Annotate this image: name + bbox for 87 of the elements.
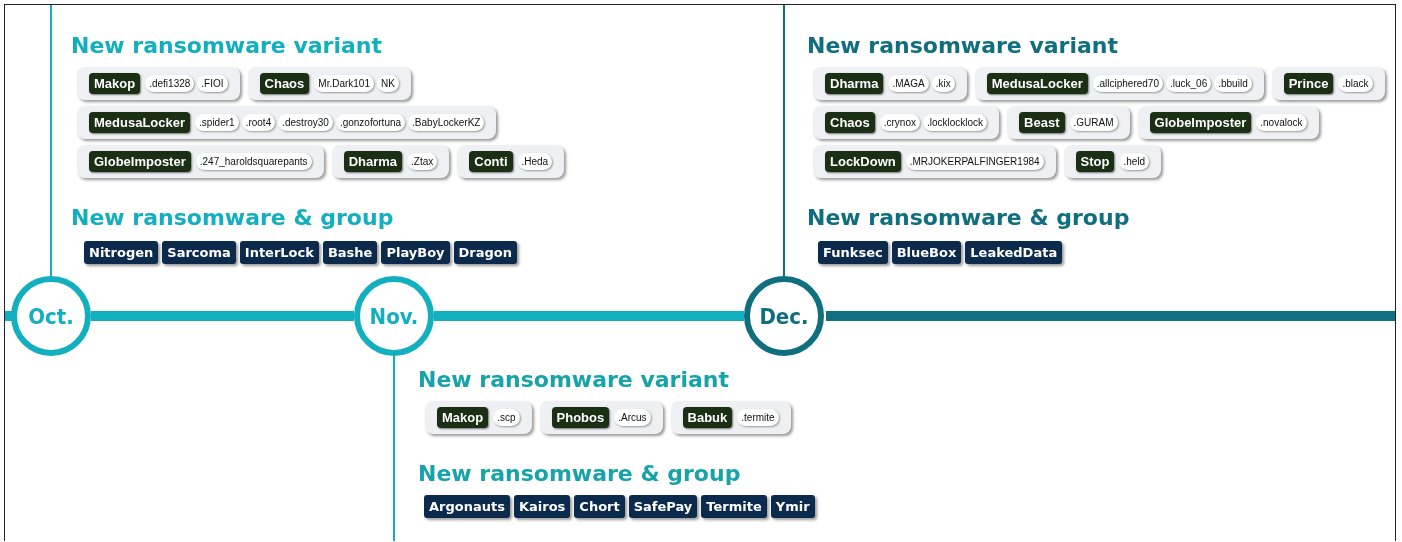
group-tag: Nitrogen <box>84 241 159 264</box>
family-tag: Beast <box>1019 112 1065 133</box>
variant-card <box>1137 106 1319 139</box>
extension-tag: .bbuild <box>1214 75 1252 92</box>
family-tag: GlobeImposter <box>1149 112 1252 133</box>
group-tag: Chort <box>574 495 625 518</box>
group-tag: PlayBoy <box>381 241 450 264</box>
variant-card <box>1271 67 1385 100</box>
family-tag: Chaos <box>825 112 875 133</box>
extension-tag: .MRJOKERPALFINGER1984 <box>905 153 1044 170</box>
section-heading: New ransomware variant <box>807 33 1118 58</box>
extension-tag: .black <box>1338 75 1373 92</box>
family-tag: Dharma <box>343 151 403 172</box>
extension-tag: .locklocklock <box>922 114 988 131</box>
section-heading: New ransomware & group <box>807 205 1130 230</box>
extension-tag: .Arcus <box>614 409 651 426</box>
group-tag: Bashe <box>322 241 378 264</box>
extension-tag: .scp <box>493 409 520 426</box>
variant-card <box>77 106 497 139</box>
extension-tag: NK <box>377 75 399 92</box>
extension-tag: Mr.Dark101 <box>314 75 374 92</box>
family-tag: MedusaLocker <box>89 112 191 133</box>
section-heading: New ransomware variant <box>418 367 729 392</box>
group-tag: Ymir <box>770 495 815 518</box>
variant-card <box>813 67 967 100</box>
month-circle: Dec. <box>744 276 824 356</box>
timeline-line <box>91 311 354 321</box>
group-tag: Argonauts <box>424 495 510 518</box>
family-tag: Prince <box>1283 73 1334 94</box>
extension-tag: .kix <box>931 75 955 92</box>
extension-tag: .MAGA <box>888 75 929 92</box>
variant-card <box>247 67 411 100</box>
group-tag: InterLock <box>239 241 319 264</box>
variant-card <box>1063 145 1162 178</box>
extension-tag: .Ztax <box>407 153 438 170</box>
family-tag: Dharma <box>825 73 884 94</box>
extension-tag: .FIOI <box>197 75 228 92</box>
family-tag: Makop <box>89 73 141 94</box>
section-heading: New ransomware & group <box>71 205 394 230</box>
extension-tag: .spider1 <box>195 114 239 131</box>
variant-card <box>77 67 240 100</box>
group-tag: Funksec <box>818 241 888 264</box>
variant-card <box>813 145 1056 178</box>
extension-tag: .defi1328 <box>145 75 195 92</box>
variant-card <box>331 145 450 178</box>
extension-tag: .247_haroldsquarepants <box>195 153 312 170</box>
variant-card <box>1007 106 1130 139</box>
section-heading: New ransomware variant <box>71 33 382 58</box>
group-tag: Kairos <box>513 495 571 518</box>
family-tag: LockDown <box>825 151 901 172</box>
extension-tag: .GURAM <box>1069 114 1118 131</box>
variant-card <box>974 67 1264 100</box>
group-tag: Dragon <box>453 241 518 264</box>
variant-card <box>813 106 1000 139</box>
extension-tag: .luck_06 <box>1165 75 1212 92</box>
variant-card <box>425 401 532 434</box>
group-tag: LeakedData <box>965 241 1063 264</box>
extension-tag: .Heda <box>517 153 553 170</box>
family-tag: Makop <box>437 407 489 428</box>
variant-card <box>77 145 324 178</box>
family-tag: Babuk <box>682 407 733 428</box>
extension-tag: .gonzofortuna <box>335 114 406 131</box>
extension-tag: .root4 <box>241 114 276 131</box>
extension-tag: .allciphered70 <box>1092 75 1163 92</box>
extension-tag: .crynox <box>879 114 920 131</box>
family-tag: GlobeImposter <box>89 151 191 172</box>
extension-tag: .held <box>1119 153 1150 170</box>
variant-card <box>539 401 663 434</box>
group-tag: Sarcoma <box>162 241 236 264</box>
month-circle: Nov. <box>354 276 434 356</box>
extension-tag: .novalock <box>1256 114 1307 131</box>
timeline-line <box>434 311 744 321</box>
section-heading: New ransomware & group <box>418 461 741 486</box>
group-tag: Termite <box>701 495 767 518</box>
month-circle: Oct. <box>11 276 91 356</box>
variant-card <box>457 145 565 178</box>
group-tag: BlueBox <box>891 241 962 264</box>
family-tag: Chaos <box>259 73 310 94</box>
variant-card <box>670 401 791 434</box>
extension-tag: .termite <box>737 409 779 426</box>
family-tag: Conti <box>469 151 513 172</box>
family-tag: Phobos <box>551 407 610 428</box>
family-tag: Stop <box>1075 151 1115 172</box>
extension-tag: .destroy30 <box>278 114 333 131</box>
extension-tag: .BabyLockerKZ <box>408 114 485 131</box>
group-tag: SafePay <box>628 495 698 518</box>
family-tag: MedusaLocker <box>986 73 1088 94</box>
